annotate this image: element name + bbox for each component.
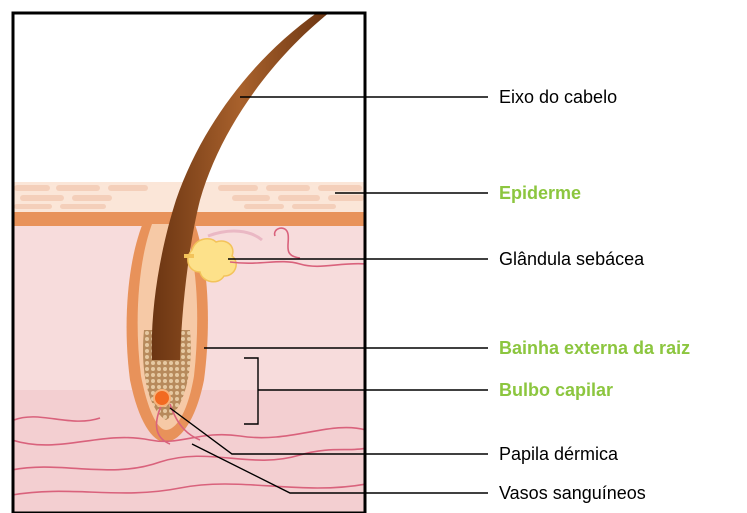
label-epidermis: Epiderme	[499, 182, 581, 204]
skin-illustration	[12, 12, 366, 513]
label-dermal-papilla: Papila dérmica	[499, 443, 618, 465]
label-outer-root-sheath: Bainha externa da raiz	[499, 337, 690, 359]
dermal-papilla-shape	[154, 390, 170, 406]
label-blood-vessels: Vasos sanguíneos	[499, 482, 646, 504]
label-sebaceous-gland: Glândula sebácea	[499, 248, 644, 270]
label-hair-bulb: Bulbo capilar	[499, 379, 613, 401]
label-hair-shaft: Eixo do cabelo	[499, 86, 617, 108]
